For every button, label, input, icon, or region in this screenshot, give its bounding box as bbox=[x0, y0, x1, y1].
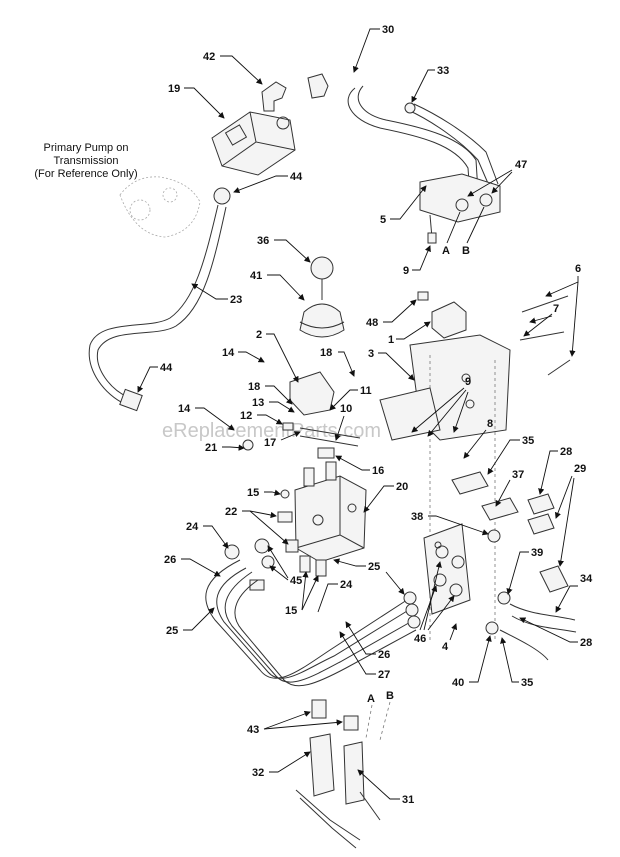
hose-23 bbox=[88, 204, 219, 405]
callout-1: 1 bbox=[388, 334, 394, 346]
callout-30: 30 bbox=[382, 24, 394, 36]
callout-24-top: 24 bbox=[186, 521, 199, 533]
callout-45: 45 bbox=[290, 575, 302, 587]
callout-21: 21 bbox=[205, 442, 217, 454]
callout-18-right: 18 bbox=[320, 347, 332, 359]
hose-30 bbox=[347, 87, 471, 196]
callout-37: 37 bbox=[512, 469, 524, 481]
callout-15-bottom: 15 bbox=[285, 605, 297, 617]
callout-25-right: 25 bbox=[368, 561, 380, 573]
callout-24-mid: 24 bbox=[340, 579, 353, 591]
fittings-22-45 bbox=[224, 511, 299, 591]
callout-9-mid: 9 bbox=[465, 376, 471, 388]
callout-4: 4 bbox=[442, 641, 449, 653]
callout-29: 29 bbox=[574, 463, 586, 475]
callout-38: 38 bbox=[411, 511, 423, 523]
callout-18-left: 18 bbox=[248, 381, 260, 393]
control-valve-20 bbox=[280, 461, 367, 577]
callout-39: 39 bbox=[531, 547, 543, 559]
callout-8: 8 bbox=[487, 418, 493, 430]
elbow-fitting-42 bbox=[261, 81, 287, 112]
callout-31: 31 bbox=[402, 794, 414, 806]
callout-14-top: 14 bbox=[222, 347, 235, 359]
callout-33: 33 bbox=[437, 65, 449, 77]
callout-32: 32 bbox=[252, 767, 264, 779]
joystick-36-41 bbox=[299, 256, 345, 338]
callout-35-top: 35 bbox=[522, 435, 534, 447]
callout-11: 11 bbox=[360, 385, 372, 397]
note-line-3: (For Reference Only) bbox=[34, 168, 137, 180]
callout-48: 48 bbox=[366, 317, 378, 329]
watermark-text: eReplacementParts.com bbox=[162, 420, 381, 442]
port-a-bottom: A bbox=[367, 693, 375, 705]
callout-5: 5 bbox=[380, 214, 386, 226]
callout-34: 34 bbox=[580, 573, 593, 585]
callout-44-top: 44 bbox=[290, 171, 303, 183]
callout-36: 36 bbox=[257, 235, 269, 247]
valve-1 bbox=[431, 301, 467, 339]
hose-bundle bbox=[205, 559, 421, 687]
port-b-top: B bbox=[462, 245, 470, 257]
callout-44-left: 44 bbox=[160, 362, 173, 374]
callout-9-top: 9 bbox=[403, 265, 409, 277]
bracket-5 bbox=[419, 173, 501, 244]
callout-20: 20 bbox=[396, 481, 408, 493]
plug-48 bbox=[417, 291, 429, 301]
fittings-right bbox=[451, 471, 577, 661]
callout-46: 46 bbox=[414, 633, 426, 645]
primary-pump-ghost bbox=[119, 176, 201, 238]
callout-28-bottom: 28 bbox=[580, 637, 592, 649]
callout-17: 17 bbox=[264, 437, 276, 449]
port-a-top: A bbox=[442, 245, 450, 257]
callout-16: 16 bbox=[372, 465, 384, 477]
mounting-plate-3 bbox=[379, 334, 511, 640]
linkage bbox=[242, 422, 361, 459]
callout-13: 13 bbox=[252, 397, 264, 409]
callout-43: 43 bbox=[247, 724, 259, 736]
callout-19: 19 bbox=[168, 83, 180, 95]
note-line-2: Transmission bbox=[54, 155, 119, 167]
callout-27: 27 bbox=[378, 669, 390, 681]
callout-26-left: 26 bbox=[164, 554, 176, 566]
part-drawings bbox=[88, 73, 577, 849]
callout-14-left: 14 bbox=[178, 403, 191, 415]
filter-assembly bbox=[295, 699, 391, 849]
bolt-6 bbox=[521, 295, 569, 313]
callout-25-left: 25 bbox=[166, 625, 178, 637]
hose-33 bbox=[407, 109, 491, 189]
cap-fitting bbox=[307, 73, 329, 99]
callout-35-bottom: 35 bbox=[521, 677, 533, 689]
callout-40: 40 bbox=[452, 677, 464, 689]
callout-6: 6 bbox=[575, 263, 581, 275]
callout-28-top: 28 bbox=[560, 446, 572, 458]
callout-7: 7 bbox=[553, 303, 559, 315]
callout-42: 42 bbox=[203, 51, 215, 63]
callout-10: 10 bbox=[340, 403, 352, 415]
callout-2: 2 bbox=[256, 329, 262, 341]
callout-23: 23 bbox=[230, 294, 242, 306]
callout-22: 22 bbox=[225, 506, 237, 518]
port-b-bottom: B bbox=[386, 690, 394, 702]
gear-pump-19 bbox=[211, 111, 296, 176]
reference-note: Primary Pump on Transmission (For Refere… bbox=[34, 142, 137, 180]
callout-15-top: 15 bbox=[247, 487, 259, 499]
callout-12: 12 bbox=[240, 410, 252, 422]
callout-41: 41 bbox=[250, 270, 262, 282]
callout-3: 3 bbox=[368, 348, 374, 360]
callouts: 30 42 33 19 47 44 5 A B 36 9 23 bbox=[137, 24, 593, 806]
callout-26-bottom: 26 bbox=[378, 649, 390, 661]
callout-47: 47 bbox=[515, 159, 527, 171]
note-line-1: Primary Pump on bbox=[44, 142, 129, 154]
